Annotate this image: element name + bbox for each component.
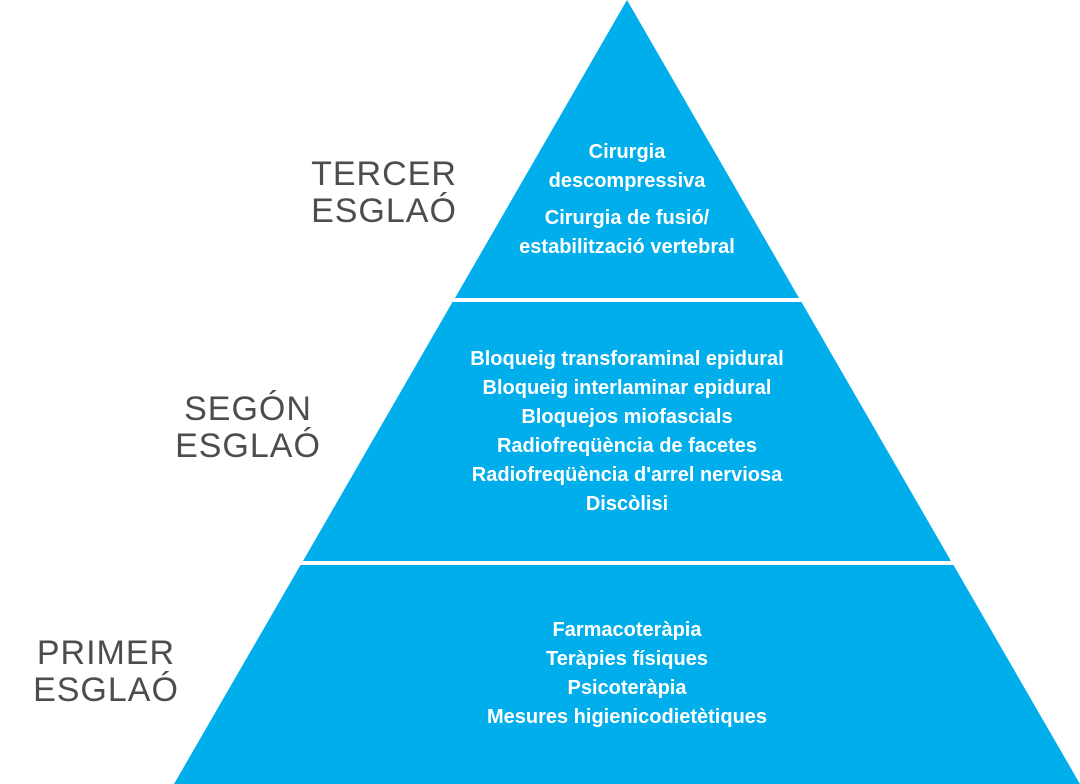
tier-second-shape xyxy=(303,302,951,561)
tier-item: Bloqueig transforaminal epidural xyxy=(470,348,784,370)
tier-third-items: Cirurgia descompressiva Cirurgia de fusi… xyxy=(519,138,735,262)
tier-item: Radiofreqüència de facetes xyxy=(496,435,758,457)
label-line: TERCER xyxy=(311,155,457,193)
tier-item: Bloqueig interlaminar epidural xyxy=(482,377,772,399)
tier-second-label: SEGÓN ESGLAÓ xyxy=(175,391,321,465)
tier-item: Cirurgia xyxy=(588,141,666,163)
label-line: ESGLAÓ xyxy=(33,671,179,709)
tier-third-shape xyxy=(455,0,799,298)
tier-item: Farmacoteràpia xyxy=(552,619,702,641)
tier-item: Bloquejos miofascials xyxy=(521,406,733,428)
tier-item: Psicoteràpia xyxy=(567,677,687,699)
tier-first-label: PRIMER ESGLAÓ xyxy=(33,635,179,709)
tier-item: descompressiva xyxy=(548,170,706,192)
label-line: PRIMER xyxy=(36,634,176,672)
tier-second-items: Bloqueig transforaminal epidural Bloquei… xyxy=(470,345,783,519)
label-line: SEGÓN xyxy=(184,390,312,428)
tier-item: Discòlisi xyxy=(585,493,669,515)
label-line: ESGLAÓ xyxy=(175,427,321,465)
tier-item: Mesures higienicodietètiques xyxy=(486,706,768,728)
tier-item: Teràpies físiques xyxy=(546,648,708,670)
tier-item: Radiofreqüència d'arrel nerviosa xyxy=(471,464,783,486)
tier-third-label: TERCER ESGLAÓ xyxy=(311,156,457,230)
tier-item: Cirurgia de fusió/ xyxy=(544,207,710,229)
label-line: ESGLAÓ xyxy=(311,192,457,230)
tier-first-shape xyxy=(174,565,1080,784)
tier-item: estabilització vertebral xyxy=(519,236,735,258)
tier-first-items: Farmacoteràpia Teràpies físiques Psicote… xyxy=(487,616,767,732)
